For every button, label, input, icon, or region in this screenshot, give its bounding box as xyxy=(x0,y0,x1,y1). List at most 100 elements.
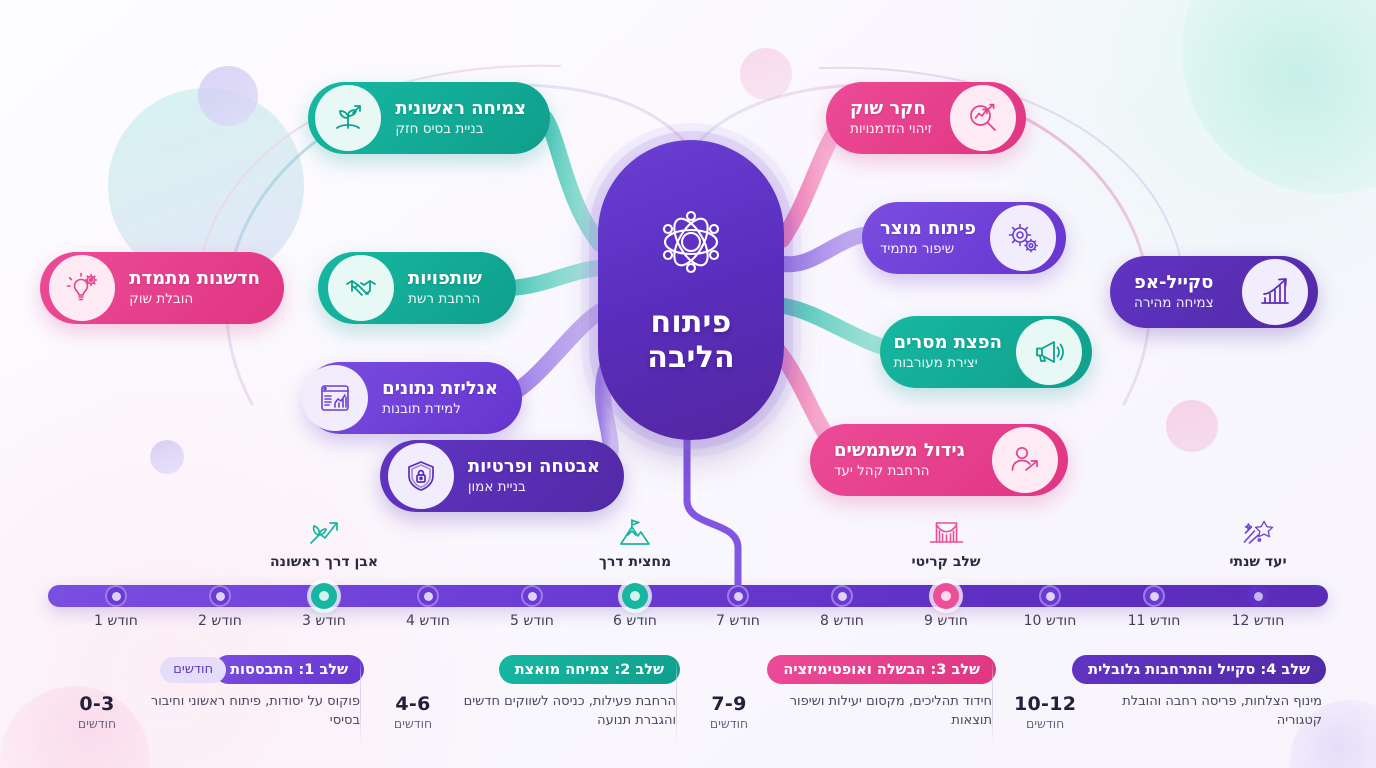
timeline-dot-month-6[interactable] xyxy=(622,583,648,609)
timeline-dot-month-9[interactable] xyxy=(933,583,959,609)
milestone-halfway[interactable]: מחצית דרך xyxy=(599,518,671,570)
timeline-label-month-5: חודש 5 xyxy=(510,613,554,629)
timeline-label-month-10: חודש 10 xyxy=(1023,613,1077,629)
card-title: אבטחה ופרטיות xyxy=(467,455,600,477)
card-title: גידול משתמשים xyxy=(834,439,965,461)
branch-card-security-privacy[interactable]: אבטחה ופרטיות בניית אמון xyxy=(380,440,624,512)
shield-lock-icon xyxy=(387,443,454,509)
phase-range: 4-6 חודשים xyxy=(382,693,444,731)
milestone-label: אבן דרך ראשונה xyxy=(269,554,379,570)
phase-range-unit: חודשים xyxy=(393,716,433,731)
branch-card-continuous-innovation[interactable]: חדשנות מתמדת הובלת שוק xyxy=(40,252,284,324)
phase-description: פוקוס על יסודות, פיתוח ראשוני וחיבור בסי… xyxy=(150,694,360,728)
milestone-label: יעד שנתי xyxy=(1229,554,1287,570)
timeline-dot-month-12[interactable] xyxy=(1247,585,1269,607)
timeline-dot-month-11[interactable] xyxy=(1143,585,1165,607)
card-subtitle: בניית אמון xyxy=(467,478,526,495)
central-hub[interactable]: פיתוח הליבה xyxy=(598,140,784,440)
timeline-dot-month-8[interactable] xyxy=(831,585,853,607)
card-subtitle: הרחבת רשת xyxy=(408,290,481,307)
phase-card-4[interactable]: שלב 4: סקייל והתרחבות גלובלית מינוף הצלח… xyxy=(1010,655,1326,731)
branch-card-market-research[interactable]: חקר שוק זיהוי הזדמנויות xyxy=(826,82,1026,154)
phase-description: הרחבת פעילות, כניסה לשווקים חדשים והגברת… xyxy=(463,694,676,728)
branch-card-product-development[interactable]: פיתוח מוצר שיפור מתמיד xyxy=(862,202,1066,274)
megaphone-icon xyxy=(1016,319,1082,385)
timeline-label-month-11: חודש 11 xyxy=(1127,613,1181,629)
phase-divider-2 xyxy=(676,660,677,744)
card-title: סקייל-אפ xyxy=(1134,271,1214,293)
decorative-circle-lavender-small xyxy=(198,66,258,126)
timeline-label-month-2: חודש 2 xyxy=(198,613,242,629)
card-subtitle: למידת תובנות xyxy=(382,400,461,417)
phase-range: 10-12 חודשים xyxy=(1014,693,1076,731)
hub-title-line2: הליבה xyxy=(647,340,735,375)
phase-range-unit: חודשים xyxy=(709,716,749,731)
phase-pill: שלב 3: הבשלה ואופטימיזציה xyxy=(767,655,996,684)
timeline-label-month-1: חודש 1 xyxy=(94,613,138,629)
decorative-circle-violet-dot xyxy=(150,440,184,474)
phase-card-3[interactable]: שלב 3: הבשלה ואופטימיזציה חידוד תהליכים,… xyxy=(694,655,996,731)
phase-header: שלב 2: צמיחה מואצת xyxy=(378,655,680,684)
card-subtitle: יצירת מעורבות xyxy=(893,354,978,371)
sprout-arrow-icon xyxy=(307,518,341,552)
magnifier-chart-icon xyxy=(950,85,1016,151)
timeline-label-month-8: חודש 8 xyxy=(820,613,864,629)
timeline-label-month-6: חודש 6 xyxy=(613,613,657,629)
handshake-icon xyxy=(328,255,394,321)
timeline-dot-month-5[interactable] xyxy=(521,585,543,607)
branch-card-initial-growth[interactable]: צמיחה ראשונית בניית בסיס חזק xyxy=(308,82,550,154)
phase-card-2[interactable]: שלב 2: צמיחה מואצת הרחבת פעילות, כניסה ל… xyxy=(378,655,680,731)
phase-range-unit: חודשים xyxy=(77,716,117,731)
branch-card-data-analytics[interactable]: אנליזת נתונים למידת תובנות xyxy=(302,362,522,434)
branch-card-partnerships[interactable]: שותפויות הרחבת רשת xyxy=(318,252,516,324)
atom-icon xyxy=(654,205,728,283)
milestone-first-milestone[interactable]: אבן דרך ראשונה xyxy=(270,518,378,570)
timeline-label-month-7: חודש 7 xyxy=(716,613,760,629)
decorative-circle-pink-small xyxy=(1166,400,1218,452)
timeline-dot-month-2[interactable] xyxy=(209,585,231,607)
card-title: חדשנות מתמדת xyxy=(129,267,260,289)
phase-range-value: 7-9 xyxy=(711,693,747,715)
phase-range-value: 0-3 xyxy=(79,693,115,715)
user-growth-icon xyxy=(992,427,1058,493)
timeline-dot-month-4[interactable] xyxy=(417,585,439,607)
phase-badge: חודשים xyxy=(160,656,227,683)
card-title: אנליזת נתונים xyxy=(382,377,498,399)
branch-card-message-distribution[interactable]: הפצת מסרים יצירת מעורבות xyxy=(880,316,1092,388)
sprout-growth-icon xyxy=(315,85,382,151)
timeline-label-month-4: חודש 4 xyxy=(406,613,450,629)
hub-title-line1: פיתוח xyxy=(650,304,732,340)
card-title: חקר שוק xyxy=(850,97,926,119)
timeline-bar xyxy=(48,585,1328,607)
phase-range-value: 4-6 xyxy=(395,693,431,715)
phase-description: חידוד תהליכים, מקסום יעילות ושיפור תוצאו… xyxy=(789,694,992,728)
timeline-dot-month-1[interactable] xyxy=(105,585,127,607)
phase-pill: שלב 2: צמיחה מואצת xyxy=(498,655,680,684)
card-title: שותפויות xyxy=(408,267,482,289)
timeline-label-month-3: חודש 3 xyxy=(302,613,346,629)
branch-card-user-growth[interactable]: גידול משתמשים הרחבת קהל יעד xyxy=(810,424,1068,496)
phase-divider-3 xyxy=(992,660,993,744)
gears-icon xyxy=(990,205,1056,271)
phase-range-value: 10-12 xyxy=(1014,693,1077,715)
decorative-circle-pink-top xyxy=(740,48,792,100)
milestone-label: מחצית דרך xyxy=(598,554,672,570)
milestone-critical-stage[interactable]: שלב קריטי xyxy=(912,518,981,570)
shooting-star-icon xyxy=(1241,518,1275,552)
phase-pill: שלב 1: התבססות xyxy=(214,655,364,684)
phase-card-1[interactable]: שלב 1: התבססות חודשים פוקוס על יסודות, פ… xyxy=(62,655,364,731)
hub-title: פיתוח הליבה xyxy=(647,305,735,376)
card-subtitle: זיהוי הזדמנויות xyxy=(850,120,933,137)
timeline-dot-month-7[interactable] xyxy=(727,585,749,607)
card-title: צמיחה ראשונית xyxy=(395,97,526,119)
timeline-label-month-12: חודש 12 xyxy=(1231,613,1285,629)
branch-card-scale-up[interactable]: סקייל-אפ צמיחה מהירה xyxy=(1110,256,1318,328)
card-subtitle: בניית בסיס חזק xyxy=(395,120,484,137)
milestone-annual-goal[interactable]: יעד שנתי xyxy=(1229,518,1287,570)
card-title: הפצת מסרים xyxy=(893,331,1002,353)
timeline-dot-month-3[interactable] xyxy=(311,583,337,609)
phase-range: 7-9 חודשים xyxy=(698,693,760,731)
timeline-dot-month-10[interactable] xyxy=(1039,585,1061,607)
phase-header: שלב 1: התבססות חודשים xyxy=(62,655,364,684)
